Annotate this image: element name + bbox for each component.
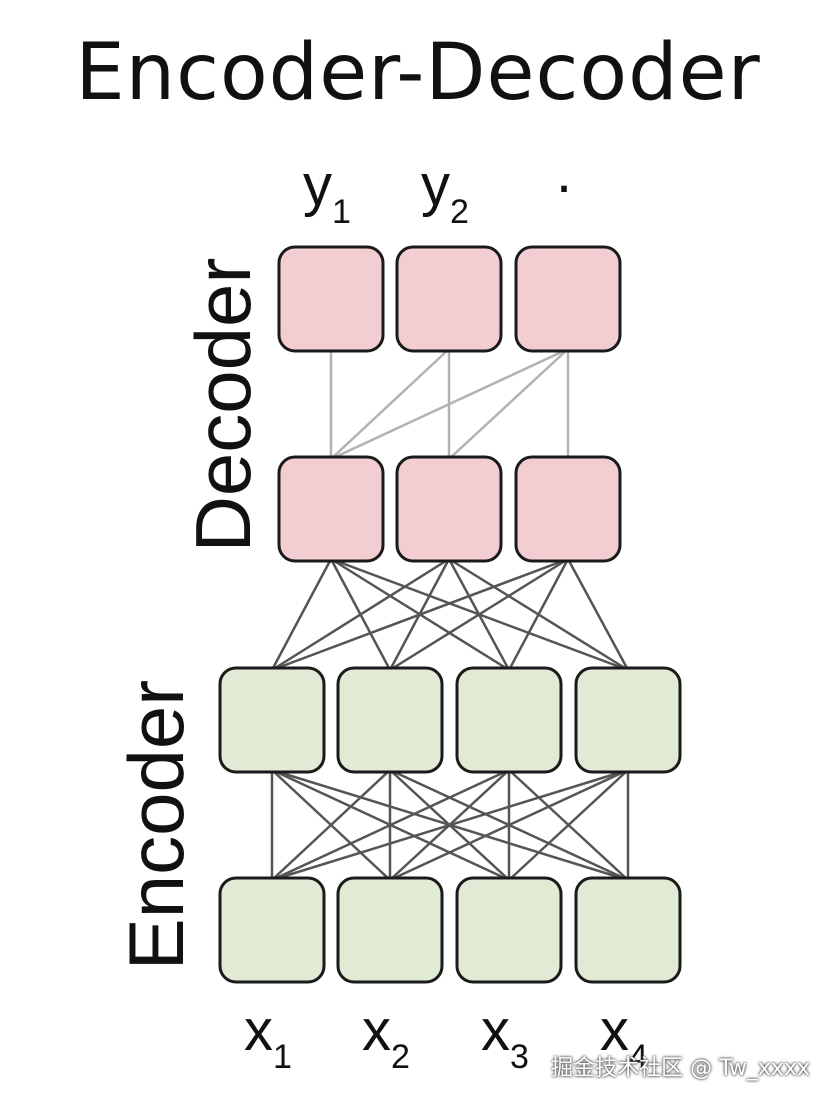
- input-label-2: x2: [362, 998, 410, 1076]
- edge-encoder-bottom-4-to-encoder-top-1: [271, 768, 629, 882]
- edge-encoder-bottom-3-to-encoder-top-1: [271, 768, 510, 882]
- edge-encoder-top-2-to-decoder-bottom-1: [329, 558, 392, 671]
- connection-edges: [270, 347, 630, 882]
- edge-encoder-top-3-to-decoder-bottom-1: [330, 557, 510, 672]
- edge-encoder-bottom-4-to-encoder-top-3: [508, 769, 629, 881]
- layer-nodes: [218, 245, 682, 984]
- encoder-top-node-4: [574, 666, 682, 774]
- output-label-2: y2: [421, 153, 469, 231]
- decoder-top-node-2: [395, 245, 503, 353]
- encoder-top-node-2: [336, 666, 444, 774]
- token-labels: y1 y2 · x1 x2 x3 x4: [244, 153, 648, 1076]
- watermark: 掘金技术社区 @ Tw_xxxx: [551, 1056, 810, 1081]
- edge-encoder-top-4-to-decoder-bottom-2: [448, 557, 629, 672]
- page-title: Encoder-Decoder: [75, 28, 761, 118]
- input-label-3: x3: [481, 998, 529, 1076]
- input-label-1: x1: [244, 998, 292, 1076]
- edge-encoder-top-4-to-decoder-bottom-3: [566, 558, 630, 671]
- encoder-top-node-3: [455, 666, 563, 774]
- edge-encoder-bottom-2-to-encoder-top-1: [271, 769, 391, 881]
- decoder-bottom-node-2: [395, 455, 503, 563]
- edge-encoder-bottom-4-to-encoder-top-2: [389, 768, 629, 882]
- edge-encoder-top-1-to-decoder-bottom-1: [270, 558, 333, 671]
- input-label-4: x4: [600, 998, 648, 1076]
- encoder-bottom-node-2: [336, 876, 444, 984]
- edge-decoder-bottom-2-to-decoder-top-3: [448, 348, 569, 460]
- output-label-1: y1: [303, 153, 351, 231]
- edge-encoder-top-4-to-decoder-bottom-1: [330, 557, 629, 672]
- encoder-bottom-node-4: [574, 876, 682, 984]
- encoder-bottom-node-3: [455, 876, 563, 984]
- encoder-side-label: Encoder: [112, 680, 200, 971]
- decoder-top-node-3: [514, 245, 622, 353]
- decoder-side-label: Decoder: [179, 258, 267, 553]
- encoder-bottom-node-1: [218, 876, 326, 984]
- output-label-3: ·: [554, 153, 573, 218]
- decoder-bottom-node-1: [277, 455, 385, 563]
- decoder-bottom-node-3: [514, 455, 622, 563]
- encoder-top-node-1: [218, 666, 326, 774]
- decoder-top-node-1: [277, 245, 385, 353]
- edge-decoder-bottom-1-to-decoder-top-2: [330, 348, 450, 460]
